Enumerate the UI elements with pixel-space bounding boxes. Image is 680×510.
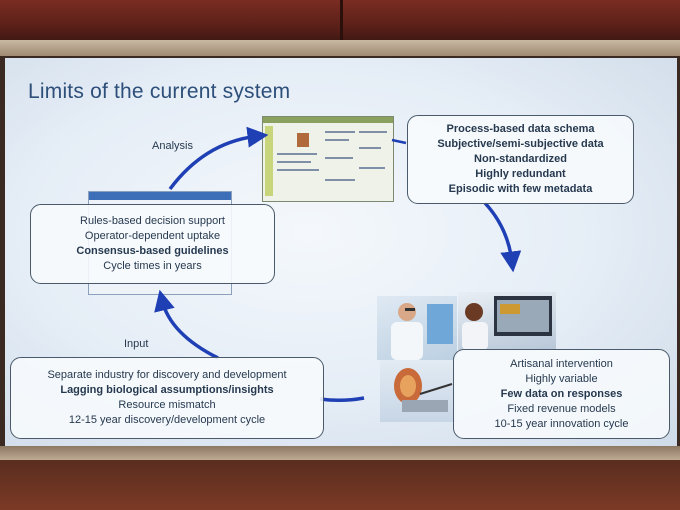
input-label: Input (124, 338, 149, 350)
industry-box: Separate industry for discovery and deve… (10, 357, 324, 439)
arrow-to-record (168, 126, 269, 191)
box-line: Operator-dependent uptake (84, 230, 221, 242)
box-line: Process-based data schema (446, 123, 595, 135)
arrow-to-decision (154, 289, 219, 360)
analysis-label: Analysis (152, 140, 193, 152)
screen-frame-bottom (0, 446, 680, 462)
arrow-record-to-schema (391, 138, 407, 145)
arrow-to-industry (319, 396, 365, 403)
wall-bottom (0, 460, 680, 510)
anatomy-3d-model-image (380, 360, 456, 422)
box-line: Few data on responses (500, 387, 623, 400)
box-line: Cycle times in years (103, 260, 202, 272)
box-line: Artisanal intervention (510, 357, 613, 370)
box-line: Non-standardized (474, 153, 567, 165)
box-line: Consensus-based guidelines (76, 245, 229, 257)
doctor-photo (377, 296, 457, 360)
wall-top (0, 0, 680, 44)
box-line: Lagging biological assumptions/insights (60, 384, 274, 396)
box-line: Highly redundant (475, 168, 566, 180)
box-line: 12-15 year discovery/development cycle (68, 414, 266, 426)
box-line: Rules-based decision support (80, 215, 225, 227)
clinician-monitor-photo (458, 292, 556, 350)
box-line: 10-15 year innovation cycle (494, 417, 629, 430)
box-line: Subjective/semi-subjective data (437, 138, 604, 150)
box-line: Separate industry for discovery and deve… (47, 369, 287, 381)
box-line: Highly variable (525, 372, 598, 385)
box-line: Episodic with few metadata (448, 183, 593, 195)
medical-record-screenshot (262, 116, 394, 202)
screen-frame-top (0, 40, 680, 56)
box-line: Resource mismatch (118, 399, 216, 411)
slide-title: Limits of the current system (28, 80, 291, 103)
arrow-to-intervention (483, 201, 522, 273)
box-line: Fixed revenue models (507, 402, 616, 415)
